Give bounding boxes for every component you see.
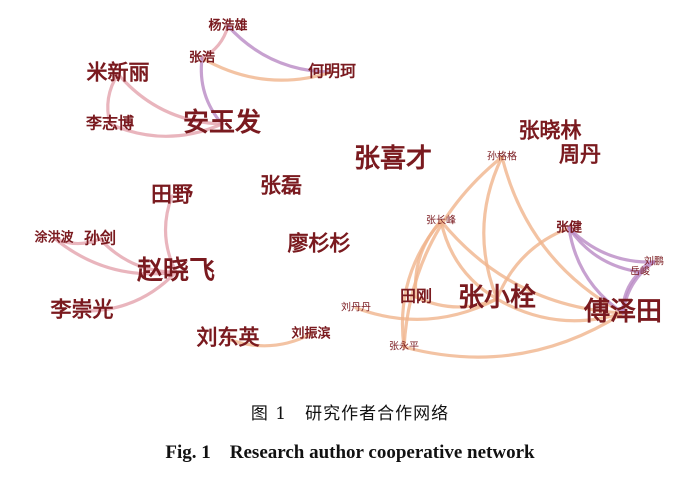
network-edge	[226, 332, 313, 348]
network-nodes: 杨浩雄张浩何明珂 米新丽李志博 安玉发 张晓林孙格格 周丹 张喜才田野 张磊涂洪波孙剑 张长峰…	[34, 18, 664, 353]
network-edge	[108, 122, 224, 138]
author-node-label: 张喜才	[354, 144, 432, 174]
network-edge	[200, 24, 230, 60]
network-edge	[414, 295, 499, 309]
network-edge	[226, 24, 334, 74]
author-node-label: 涂洪波	[34, 230, 74, 246]
author-node-label: 张浩	[189, 50, 215, 66]
author-node-label: 张磊	[260, 173, 302, 198]
network-edge	[495, 226, 571, 301]
network-edge	[52, 236, 178, 276]
author-node-label: 刘鹏	[644, 255, 664, 268]
network-edge	[482, 155, 504, 301]
network-edge	[500, 155, 625, 315]
author-node-label: 米新丽	[87, 60, 150, 85]
author-node-label: 刘振滨	[291, 326, 330, 342]
figure-caption-chinese: 图 1 研究作者合作网络	[250, 404, 450, 424]
author-node-label: 张健	[556, 220, 582, 236]
author-node-label: 刘丹丹	[341, 302, 371, 314]
author-node-label: 田野	[151, 182, 193, 207]
author-node-label: 傅泽田	[583, 297, 662, 327]
author-node-label: 廖杉杉	[288, 231, 351, 256]
author-network-diagram: 杨浩雄张浩何明珂 米新丽李志博 安玉发 张晓林孙格格 周丹 张喜才田野 张磊涂洪波孙剑 张长峰…	[34, 18, 664, 359]
network-edge	[200, 56, 334, 82]
author-node-label: 何明珂	[308, 62, 356, 81]
network-edge	[621, 270, 642, 315]
author-node-label: 李志博	[85, 114, 134, 133]
network-edge	[199, 56, 224, 126]
network-edge	[400, 219, 443, 349]
network-edge	[106, 72, 120, 126]
author-node-label: 周丹	[559, 142, 601, 167]
network-edge	[567, 226, 625, 315]
network-edge	[439, 219, 625, 315]
network-edge	[495, 297, 625, 323]
author-node-label: 岳峻	[630, 265, 650, 278]
author-node-label: 张晓林	[519, 118, 582, 143]
network-edge	[567, 226, 656, 264]
author-node-label: 田刚	[400, 287, 432, 306]
author-node-label: 李崇光	[50, 297, 114, 322]
network-edge	[163, 194, 178, 274]
author-node-label: 安玉发	[183, 107, 261, 138]
author-node-label: 刘东英	[197, 325, 261, 350]
network-edge	[116, 72, 224, 126]
network-edges	[52, 24, 656, 359]
author-node-label: 张长峰	[426, 215, 456, 227]
network-edge	[638, 260, 656, 274]
author-node-label: 杨浩雄	[208, 18, 247, 34]
author-node-label: 张永平	[389, 340, 419, 353]
network-edge	[439, 219, 499, 301]
network-edge	[80, 270, 178, 313]
network-edge	[402, 311, 625, 359]
network-edge	[354, 297, 499, 321]
author-node-label: 张小栓	[458, 283, 536, 313]
figure-caption-english: Fig. 1 Research author cooperative netwo…	[165, 442, 535, 463]
author-node-label: 孙剑	[84, 229, 116, 248]
author-node-label: 孙格格	[487, 150, 517, 163]
author-node-label: 赵晓飞	[136, 256, 215, 286]
